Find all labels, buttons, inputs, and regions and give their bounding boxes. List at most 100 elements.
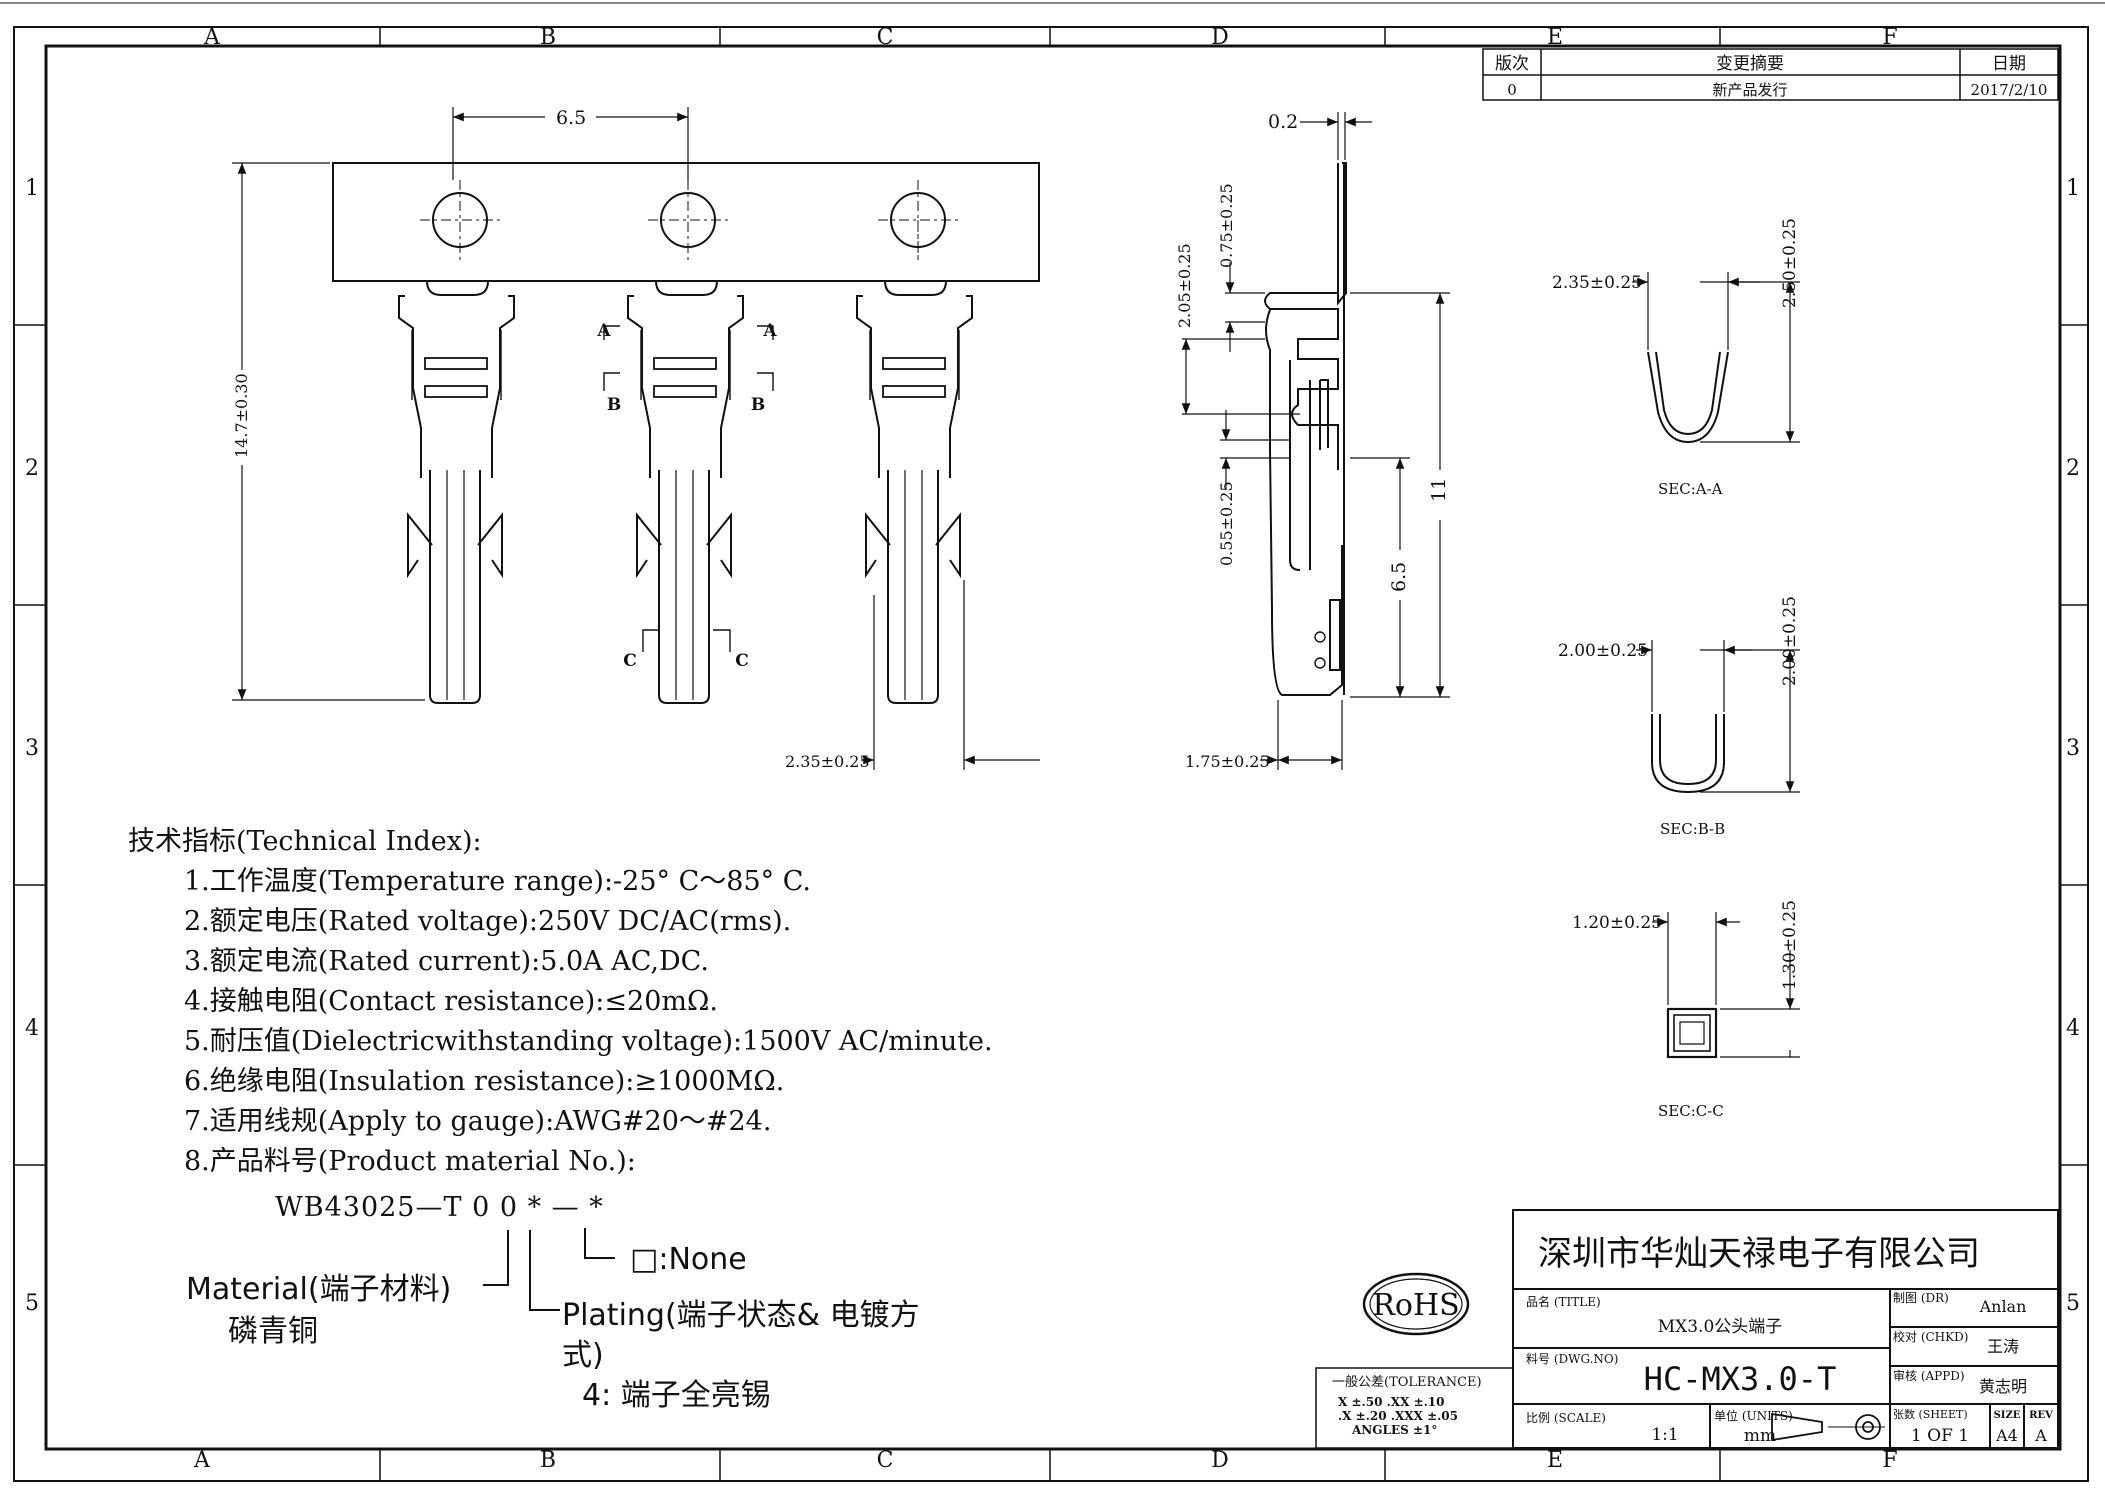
sec-bb-height: 2.00±0.25 <box>1780 596 1800 686</box>
section-views <box>1647 351 1729 1059</box>
rev-row-summary: 新产品发行 <box>1712 81 1787 99</box>
size-label: SIZE <box>1994 1410 2021 1421</box>
appd-label: 审核 (APPD) <box>1893 1368 1965 1383</box>
dr-label: 制图 (DR) <box>1893 1291 1949 1305</box>
sheet-value: 1 OF 1 <box>1911 1426 1969 1446</box>
zone-row-3-left: 3 <box>25 736 39 761</box>
zone-row-4-left: 4 <box>25 1016 39 1041</box>
rev-header-summary: 变更摘要 <box>1716 54 1784 74</box>
tolerance-line3: ANGLES ±1° <box>1351 1423 1437 1437</box>
dwg-value: HC-MX3.0-T <box>1644 1360 1837 1398</box>
dim-front-width: 2.35±0.25 <box>785 752 870 771</box>
dim-thickness: 0.2 <box>1268 111 1298 133</box>
company-name: 深圳市华灿天禄电子有限公司 <box>1538 1234 1980 1274</box>
technical-index-heading: 技术指标(Technical Index): <box>128 826 482 857</box>
sec-cc-height: 1.30±0.25 <box>1780 900 1800 990</box>
sec-cc-label: SEC:C-C <box>1658 1102 1724 1120</box>
dim-side-b: 2.05±0.25 <box>1175 243 1194 328</box>
title-value: MX3.0公头端子 <box>1658 1317 1783 1337</box>
dwg-label: 料号 (DWG.NO) <box>1526 1352 1618 1366</box>
zone-column-markers <box>14 27 2088 1481</box>
zone-col-f-bottom: F <box>1882 1448 1897 1473</box>
tolerance-title: 一般公差(TOLERANCE) <box>1332 1374 1482 1390</box>
zone-col-d-top: D <box>1211 25 1229 50</box>
units-value: mm <box>1744 1426 1776 1446</box>
appd-value: 黄志明 <box>1979 1377 2027 1396</box>
rohs-logo: RoHS <box>1362 1272 1470 1336</box>
dim-total-length: 14.7±0.30 <box>232 373 251 458</box>
dr-value: Anlan <box>1979 1297 2027 1316</box>
tech-item: 2.额定电压(Rated voltage):250V DC/AC(rms). <box>184 906 792 937</box>
section-mark-b-left: B <box>607 395 621 415</box>
rev-label: REV <box>2029 1410 2053 1421</box>
zone-col-d-bottom: D <box>1211 1448 1229 1473</box>
zone-row-5-right: 5 <box>2066 1291 2080 1316</box>
zone-row-1-left: 1 <box>25 176 39 201</box>
zone-row-3-right: 3 <box>2066 736 2080 761</box>
zone-col-b-top: B <box>540 25 556 50</box>
tech-item: 3.额定电流(Rated current):5.0A AC,DC. <box>184 946 709 977</box>
section-mark-a-left: A <box>596 321 611 341</box>
none-option-label: □:None <box>630 1242 747 1277</box>
dim-pitch: 6.5 <box>556 107 586 129</box>
zone-row-1-right: 1 <box>2066 176 2080 201</box>
tech-item: 4.接触电阻(Contact resistance):≤20mΩ. <box>184 986 718 1017</box>
title-label: 品名 (TITLE) <box>1526 1294 1601 1309</box>
sec-aa-height: 2.50±0.25 <box>1780 218 1800 308</box>
units-label: 单位 (UNITS) <box>1714 1408 1793 1423</box>
projection-symbol <box>1771 1412 1885 1442</box>
zone-row-4-right: 4 <box>2066 1016 2080 1041</box>
zone-row-2-right: 2 <box>2066 456 2080 481</box>
size-value: A4 <box>1995 1426 2018 1445</box>
tolerance-line1: X ±.50 .XX ±.10 <box>1338 1395 1445 1409</box>
front-view <box>332 162 1040 704</box>
front-view-dimensions <box>232 107 1040 770</box>
section-mark-b-right: B <box>751 395 765 415</box>
tech-item: 6.绝缘电阻(Insulation resistance):≥1000MΩ. <box>184 1066 785 1097</box>
title-block <box>1512 1209 2059 1449</box>
zone-row-5-left: 5 <box>25 1291 39 1316</box>
zone-col-e-top: E <box>1547 25 1563 50</box>
dim-side-d: 11 <box>1428 478 1450 502</box>
section-mark-a-right: A <box>762 321 777 341</box>
zone-col-e-bottom: E <box>1547 1448 1563 1473</box>
rev-header-version: 版次 <box>1495 54 1529 74</box>
sec-aa-label: SEC:A-A <box>1658 480 1723 498</box>
sec-aa-width: 2.35±0.25 <box>1552 273 1642 293</box>
zone-col-b-bottom: B <box>540 1448 556 1473</box>
zone-row-2-left: 2 <box>25 456 39 481</box>
tech-item: 5.耐压值(Dielectricwithstanding voltage):15… <box>184 1026 993 1057</box>
section-mark-c-right: C <box>735 651 749 671</box>
plating-value: 4: 端子全亮锡 <box>582 1378 771 1413</box>
dim-side-a: 0.75±0.25 <box>1217 183 1236 268</box>
side-view <box>1264 162 1347 696</box>
sec-bb-label: SEC:B-B <box>1660 820 1725 838</box>
terminal-3 <box>856 280 973 704</box>
dim-side-f: 1.75±0.25 <box>1185 752 1270 771</box>
section-dimensions <box>1632 272 1800 1058</box>
side-view-dimensions <box>1181 112 1450 770</box>
material-label: Material(端子材料) <box>186 1272 452 1307</box>
rev-row-version: 0 <box>1507 81 1517 99</box>
section-mark-c-left: C <box>623 651 637 671</box>
chkd-label: 校对 (CHKD) <box>1893 1329 1968 1344</box>
dim-side-c: 0.55±0.25 <box>1217 481 1236 566</box>
zone-col-c-top: C <box>877 25 894 50</box>
dim-side-e: 6.5 <box>1388 562 1410 592</box>
technical-index: 技术指标(Technical Index): 1.工作温度(Temperatur… <box>128 822 1178 1182</box>
plating-label: Plating(端子状态& 电镀方 <box>562 1298 920 1333</box>
zone-col-f-top: F <box>1882 25 1897 50</box>
scale-label: 比例 (SCALE) <box>1526 1411 1606 1425</box>
rohs-text: RoHS <box>1372 1288 1459 1323</box>
sheet-label: 张数 (SHEET) <box>1893 1408 1968 1421</box>
scale-value: 1:1 <box>1651 1425 1678 1445</box>
plating-label-continued: 式) <box>562 1338 604 1373</box>
rev-value: A <box>2034 1426 2047 1445</box>
sec-bb-width: 2.00±0.25 <box>1558 641 1648 661</box>
part-number-code: WB43025—T 0 0 * — * <box>275 1192 604 1223</box>
sec-cc-width: 1.20±0.25 <box>1572 913 1662 933</box>
zone-col-a-top: A <box>203 25 221 50</box>
terminal-1 <box>398 280 515 704</box>
